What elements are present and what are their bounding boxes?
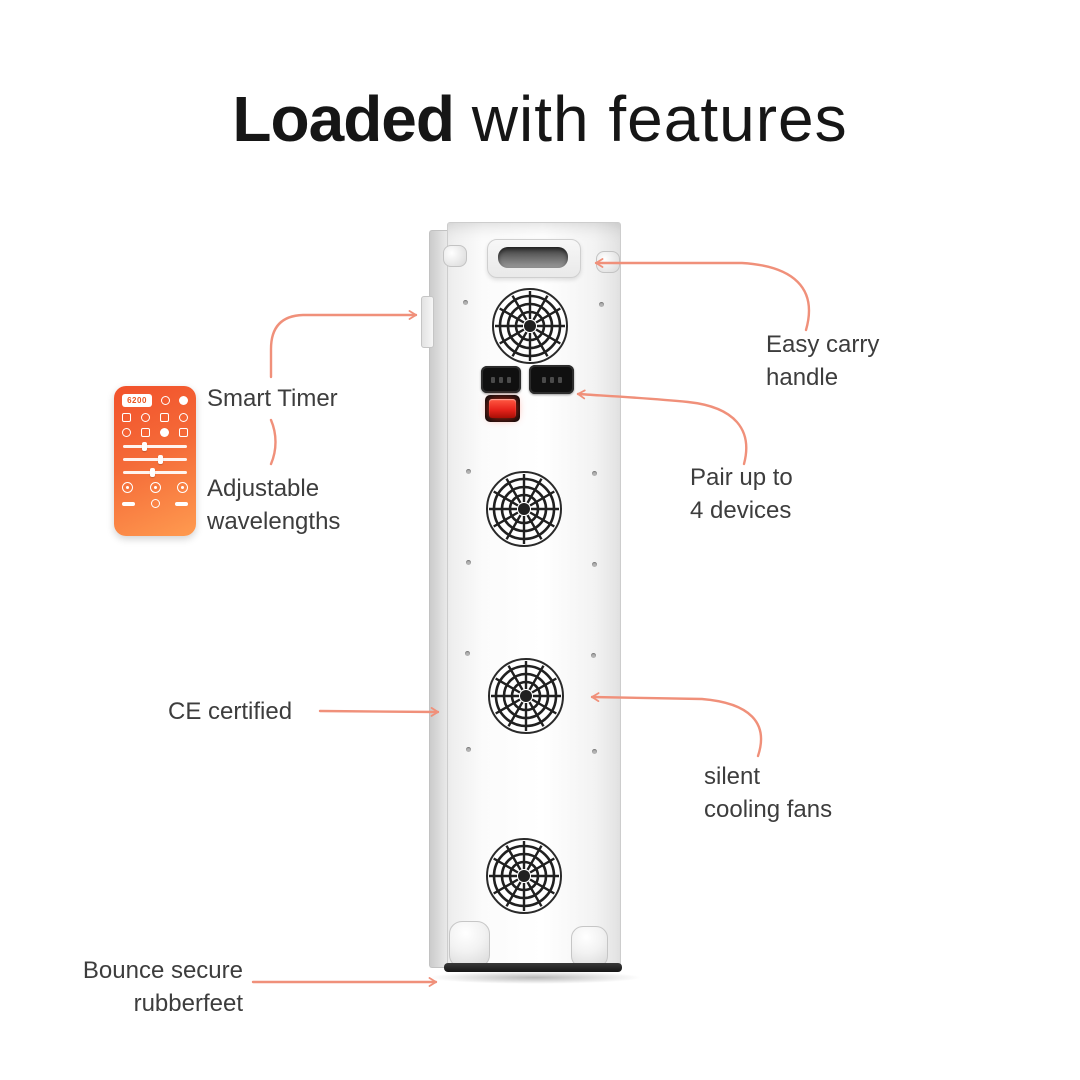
remote-mode-icon [179,396,188,405]
remote-slider-knob [149,468,155,477]
screw [466,469,471,474]
label-easy-carry-handle: Easy carry handle [766,328,879,394]
device-rear-panel [447,222,621,970]
remote-display-text: 6200 [127,396,147,405]
rubber-foot-left [449,921,490,968]
label-line: Bounce secure [82,957,243,984]
label-pair-devices: Pair up to 4 devices [690,461,793,527]
connector-adjustable-wavelengths [269,418,277,466]
ground-shadow [428,971,642,984]
remote-icon [179,413,188,422]
hanging-hook-left [443,245,467,267]
remote-dial [149,482,161,493]
screw [465,651,470,656]
power-switch-rocker [489,399,516,418]
inlet-pin [557,376,562,383]
label-line: rubberfeet [133,990,243,1017]
label-ce-certified: CE certified [168,695,292,728]
title-rest: with features [471,83,848,155]
inlet-pin [507,376,511,383]
power-inlet-left [481,366,521,393]
base-plate [444,963,622,972]
remote-slider-knob [158,455,164,464]
remote-slider [123,455,187,464]
label-line: CE certified [168,698,293,725]
label-bounce-rubberfeet: Bounce secure rubberfeet [40,954,243,1020]
inlet-pin [541,376,546,383]
remote-slider-knob [142,442,148,451]
remote-slider [123,468,187,477]
remote-icon [150,499,160,508]
label-line: Easy carry [766,331,880,358]
remote-slider [123,442,187,451]
label-silent-cooling-fans: silent cooling fans [704,760,832,826]
power-inlet-right [529,365,574,394]
remote-icon-row [122,413,188,422]
remote-icon [141,413,150,422]
label-line: handle [766,364,839,391]
arrow-easy-carry-handle [594,258,811,332]
remote-icon [122,501,135,506]
inlet-pin [499,376,503,383]
mounting-tab [421,296,434,348]
inlet-pin [549,376,554,383]
remote-icon [122,413,131,422]
remote-dial [122,482,133,493]
label-line: silent [704,763,761,790]
arrow-smart-timer [269,310,418,379]
screw [592,562,597,567]
remote-icon [179,428,188,437]
rubber-foot-right [571,926,608,968]
screw [599,302,604,307]
label-line: Adjustable [207,475,320,502]
label-line: Pair up to [690,464,793,491]
title-emphasis: Loaded [232,83,455,155]
label-line: 4 devices [690,497,792,524]
arrow-ce-certified [318,707,440,717]
remote-icon-row [122,428,188,437]
label-line: cooling fans [704,796,833,823]
page-title: Loaded with features [0,82,1080,156]
inlet-pin [491,376,495,383]
screw [466,747,471,752]
remote-control: 6200 [114,386,196,536]
remote-dial-row [122,482,188,493]
remote-icon [141,428,150,437]
screw [592,471,597,476]
screw [592,749,597,754]
label-line: wavelengths [207,508,341,535]
remote-icon [160,413,169,422]
remote-icon [160,428,169,437]
remote-top-row: 6200 [122,394,188,407]
remote-icon [122,428,131,437]
remote-bottom-row [122,499,188,508]
remote-power-icon [161,396,170,405]
carry-handle [487,239,581,278]
remote-dial [177,482,188,493]
screw [463,300,468,305]
hanging-hook-right [596,251,620,273]
screw [591,653,596,658]
power-switch [485,395,520,422]
label-adjustable-wavelengths: Adjustable wavelengths [207,472,340,538]
label-line: Smart Timer [207,385,338,412]
device-side-panel [429,230,449,968]
remote-display: 6200 [122,394,152,407]
handle-slot [498,247,568,268]
label-smart-timer: Smart Timer [207,382,338,415]
screw [466,560,471,565]
remote-icon [175,501,188,506]
